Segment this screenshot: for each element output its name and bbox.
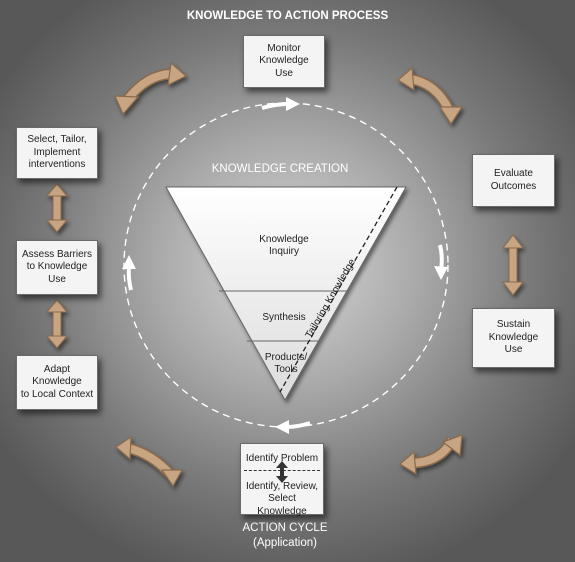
adapt-knowledge-box: Adapt Knowledge to Local Context (16, 355, 98, 410)
assess-barriers-box: Assess Barriers to Knowledge Use (16, 240, 98, 295)
sustain-line-3: Use (504, 344, 523, 356)
double-arrow-left-lower-icon (45, 299, 69, 349)
evaluate-line-2: Outcomes (490, 180, 537, 192)
adapt-line-3: to Local Context (20, 388, 94, 400)
identify-review-line-1: Identify, Review, (245, 480, 319, 492)
evaluate-outcomes-box: Evaluate Outcomes (472, 154, 555, 207)
sustain-line-2: Knowledge (488, 331, 539, 343)
knowledge-inquiry-label: Knowledge Inquiry (234, 234, 334, 258)
identify-double-arrow-icon (276, 461, 288, 483)
tailoring-dashed-line (279, 186, 398, 393)
assess-line-3: Use (48, 273, 66, 285)
cycle-arrow-left-icon (122, 255, 136, 291)
products-tools-label: Products/ Tools (236, 352, 336, 376)
curved-arrow-top-right-icon (396, 66, 464, 126)
adapt-line-1: Adapt (43, 363, 71, 375)
sustain-line-1: Sustain (496, 319, 531, 331)
knowledge-inquiry-line-1: Knowledge (259, 234, 309, 245)
products-line-2: Tools (274, 364, 298, 375)
diagram-title: KNOWLEDGE TO ACTION PROCESS (186, 10, 389, 22)
identify-problem-label: Identify Problem (245, 453, 319, 464)
evaluate-line-1: Evaluate (494, 168, 533, 179)
double-arrow-left-upper-icon (45, 183, 69, 233)
cycle-arrow-bottom-icon (275, 420, 311, 434)
select-line-3: interventions (28, 159, 86, 171)
curved-arrow-bottom-right-icon (398, 434, 463, 476)
monitor-line-3: Use (275, 67, 293, 79)
double-arrow-right-icon (501, 234, 525, 296)
sustain-knowledge-use-box: Sustain Knowledge Use (472, 308, 555, 368)
action-cycle-heading: ACTION CYCLE (242, 522, 328, 534)
curved-arrow-bottom-left-icon (115, 435, 184, 488)
select-tailor-implement-box: Select, Tailor, Implement interventions (16, 127, 98, 179)
assess-line-2: to Knowledge (26, 261, 88, 273)
cycle-arrow-top-icon (261, 97, 300, 111)
select-line-1: Select, Tailor, (27, 134, 87, 146)
action-cycle-subheading: (Application) (253, 537, 317, 549)
knowledge-creation-heading: KNOWLEDGE CREATION (211, 163, 349, 175)
synthesis-label: Synthesis (262, 312, 306, 323)
monitor-knowledge-use-box: Monitor Knowledge Use (243, 35, 325, 88)
cycle-arrow-right-icon (434, 244, 448, 280)
identify-review-line-2: Select Knowledge (257, 493, 307, 517)
knowledge-funnel (165, 186, 407, 402)
knowledge-inquiry-line-2: Inquiry (268, 246, 299, 257)
assess-line-1: Assess Barriers (21, 248, 92, 260)
curved-arrow-top-left-icon (114, 61, 188, 116)
adapt-line-2: Knowledge (32, 376, 82, 388)
monitor-line-1: Monitor (267, 42, 301, 54)
monitor-line-2: Knowledge (259, 55, 309, 67)
products-line-1: Products/ (264, 352, 308, 363)
select-line-2: Implement (33, 146, 81, 158)
